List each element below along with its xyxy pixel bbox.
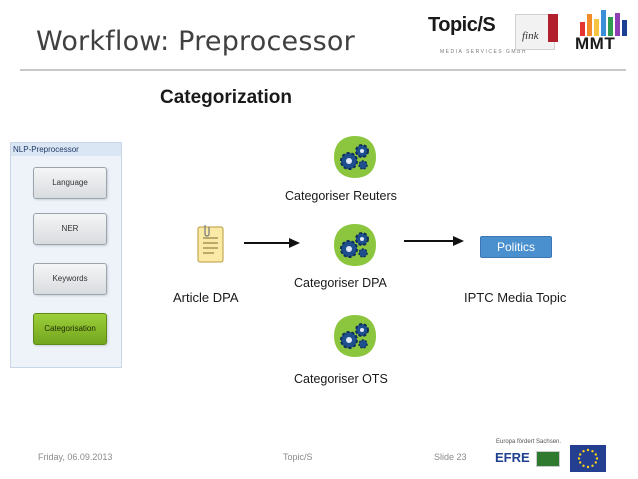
step-language[interactable]: Language — [33, 167, 107, 199]
step-categorisation[interactable]: Categorisation — [33, 313, 107, 345]
document-icon — [197, 225, 224, 263]
politics-badge: Politics — [480, 236, 552, 258]
slide-title: Workflow: Preprocessor — [36, 26, 355, 57]
topics-logo-subtitle: MEDIA SERVICES GMBH — [440, 49, 528, 55]
categoriser-reuters-label: Categoriser Reuters — [285, 189, 397, 203]
arrow-right-icon — [404, 236, 464, 246]
section-subtitle: Categorization — [160, 87, 292, 108]
panel-header: NLP-Preprocessor — [11, 143, 121, 156]
fink-logo-text: fink — [522, 30, 539, 42]
nlp-preprocessor-panel: NLP-Preprocessor Language NER Keywords C… — [10, 142, 122, 368]
step-keywords[interactable]: Keywords — [33, 263, 107, 295]
efre-logo-icon: EFRE — [495, 450, 530, 465]
topics-logo: Topic/S — [428, 14, 496, 36]
iptc-media-topic-label: IPTC Media Topic — [464, 290, 567, 305]
gears-icon — [334, 224, 376, 266]
footer-center-text: Topic/S — [283, 452, 313, 462]
footer-date: Friday, 06.09.2013 — [38, 452, 113, 462]
efre-logo-text: EFRE — [495, 450, 530, 465]
article-label: Article DPA — [173, 290, 239, 305]
gears-icon — [334, 136, 376, 178]
efre-caption: Europa fördert Sachsen. — [496, 439, 562, 445]
arrow-right-icon — [244, 238, 300, 248]
step-ner[interactable]: NER — [33, 213, 107, 245]
categoriser-ots-label: Categoriser OTS — [294, 372, 388, 386]
gears-icon — [334, 315, 376, 357]
fink-logo-tag — [548, 14, 558, 42]
title-divider — [20, 69, 626, 71]
categoriser-dpa-label: Categoriser DPA — [294, 276, 387, 290]
eu-flag-icon — [570, 445, 606, 472]
saxony-flag-icon — [536, 451, 560, 467]
footer-slide-number: Slide 23 — [434, 452, 467, 462]
mmt-logo-bars-icon — [580, 10, 627, 36]
mmt-logo: MMT — [575, 34, 616, 53]
